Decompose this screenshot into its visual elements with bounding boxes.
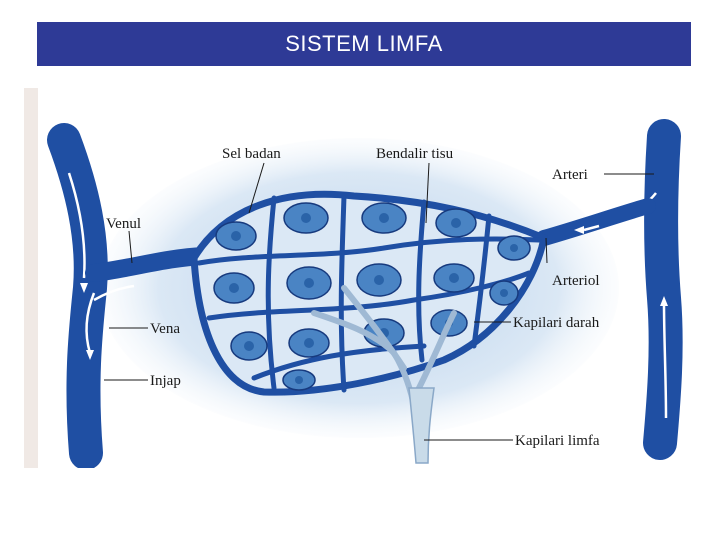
lymph-system-diagram: Sel badan Bendalir tisu Arteri Venul Art… <box>24 88 690 468</box>
label-bendalir-tisu: Bendalir tisu <box>376 146 454 162</box>
label-injap: Injap <box>150 373 181 389</box>
label-venul: Venul <box>106 216 141 232</box>
vein-vessel <box>47 123 108 468</box>
body-cells <box>213 202 531 391</box>
slide-title: SISTEM LIMFA <box>285 31 443 56</box>
vein-flow-arrow <box>67 172 86 279</box>
lymph-capillary-trunk <box>408 387 435 464</box>
label-vena: Vena <box>150 321 180 337</box>
title-bar: SISTEM LIMFA <box>37 22 691 66</box>
arteriole-vessel <box>536 198 656 246</box>
label-kapilari-darah: Kapilari darah <box>513 315 600 331</box>
scan-edge <box>24 88 38 468</box>
label-kapilari-limfa: Kapilari limfa <box>515 433 600 449</box>
label-arteri: Arteri <box>552 167 588 183</box>
label-arteriol: Arteriol <box>552 273 599 289</box>
label-sel-badan: Sel badan <box>222 146 281 162</box>
